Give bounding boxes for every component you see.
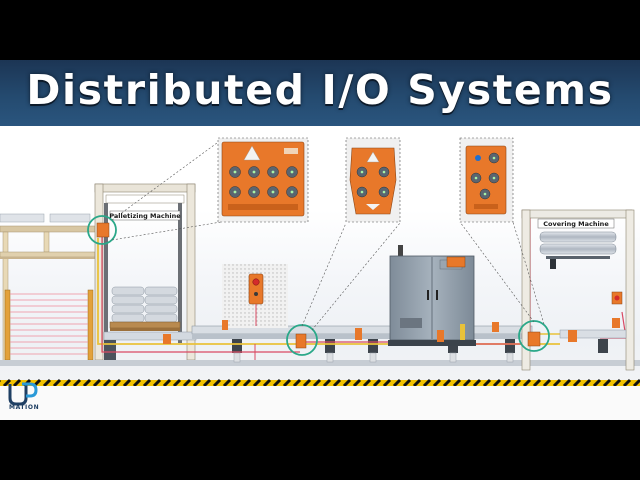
light-curtain	[5, 290, 93, 360]
logo-text: MATION	[9, 404, 39, 411]
covering-machine-label: Covering Machine	[543, 220, 609, 228]
hazard-stripe	[0, 380, 640, 386]
palletizer-label-plate: Palletizing Machine	[109, 211, 181, 220]
io-module-zoom-3	[460, 138, 513, 222]
diagram-canvas: Palletizing Machine	[0, 60, 640, 420]
control-cabinet	[388, 245, 476, 346]
floor	[0, 386, 640, 420]
left-conveyor-frame	[0, 214, 100, 362]
emergency-stop-icon	[253, 279, 259, 285]
safety-zone	[222, 264, 288, 328]
cabinet-io-module-icon	[447, 257, 465, 267]
covering-label-plate: Covering Machine	[538, 219, 614, 228]
bag-stack	[112, 287, 177, 322]
palletizing-machine	[95, 184, 196, 360]
page-title: Distributed I/O Systems	[0, 66, 640, 114]
io-module-zoom-1	[218, 138, 308, 222]
io-module-zoom-2	[346, 138, 400, 222]
title-banner: Distributed I/O Systems	[0, 60, 640, 126]
palletizing-machine-label: Palletizing Machine	[109, 212, 181, 220]
